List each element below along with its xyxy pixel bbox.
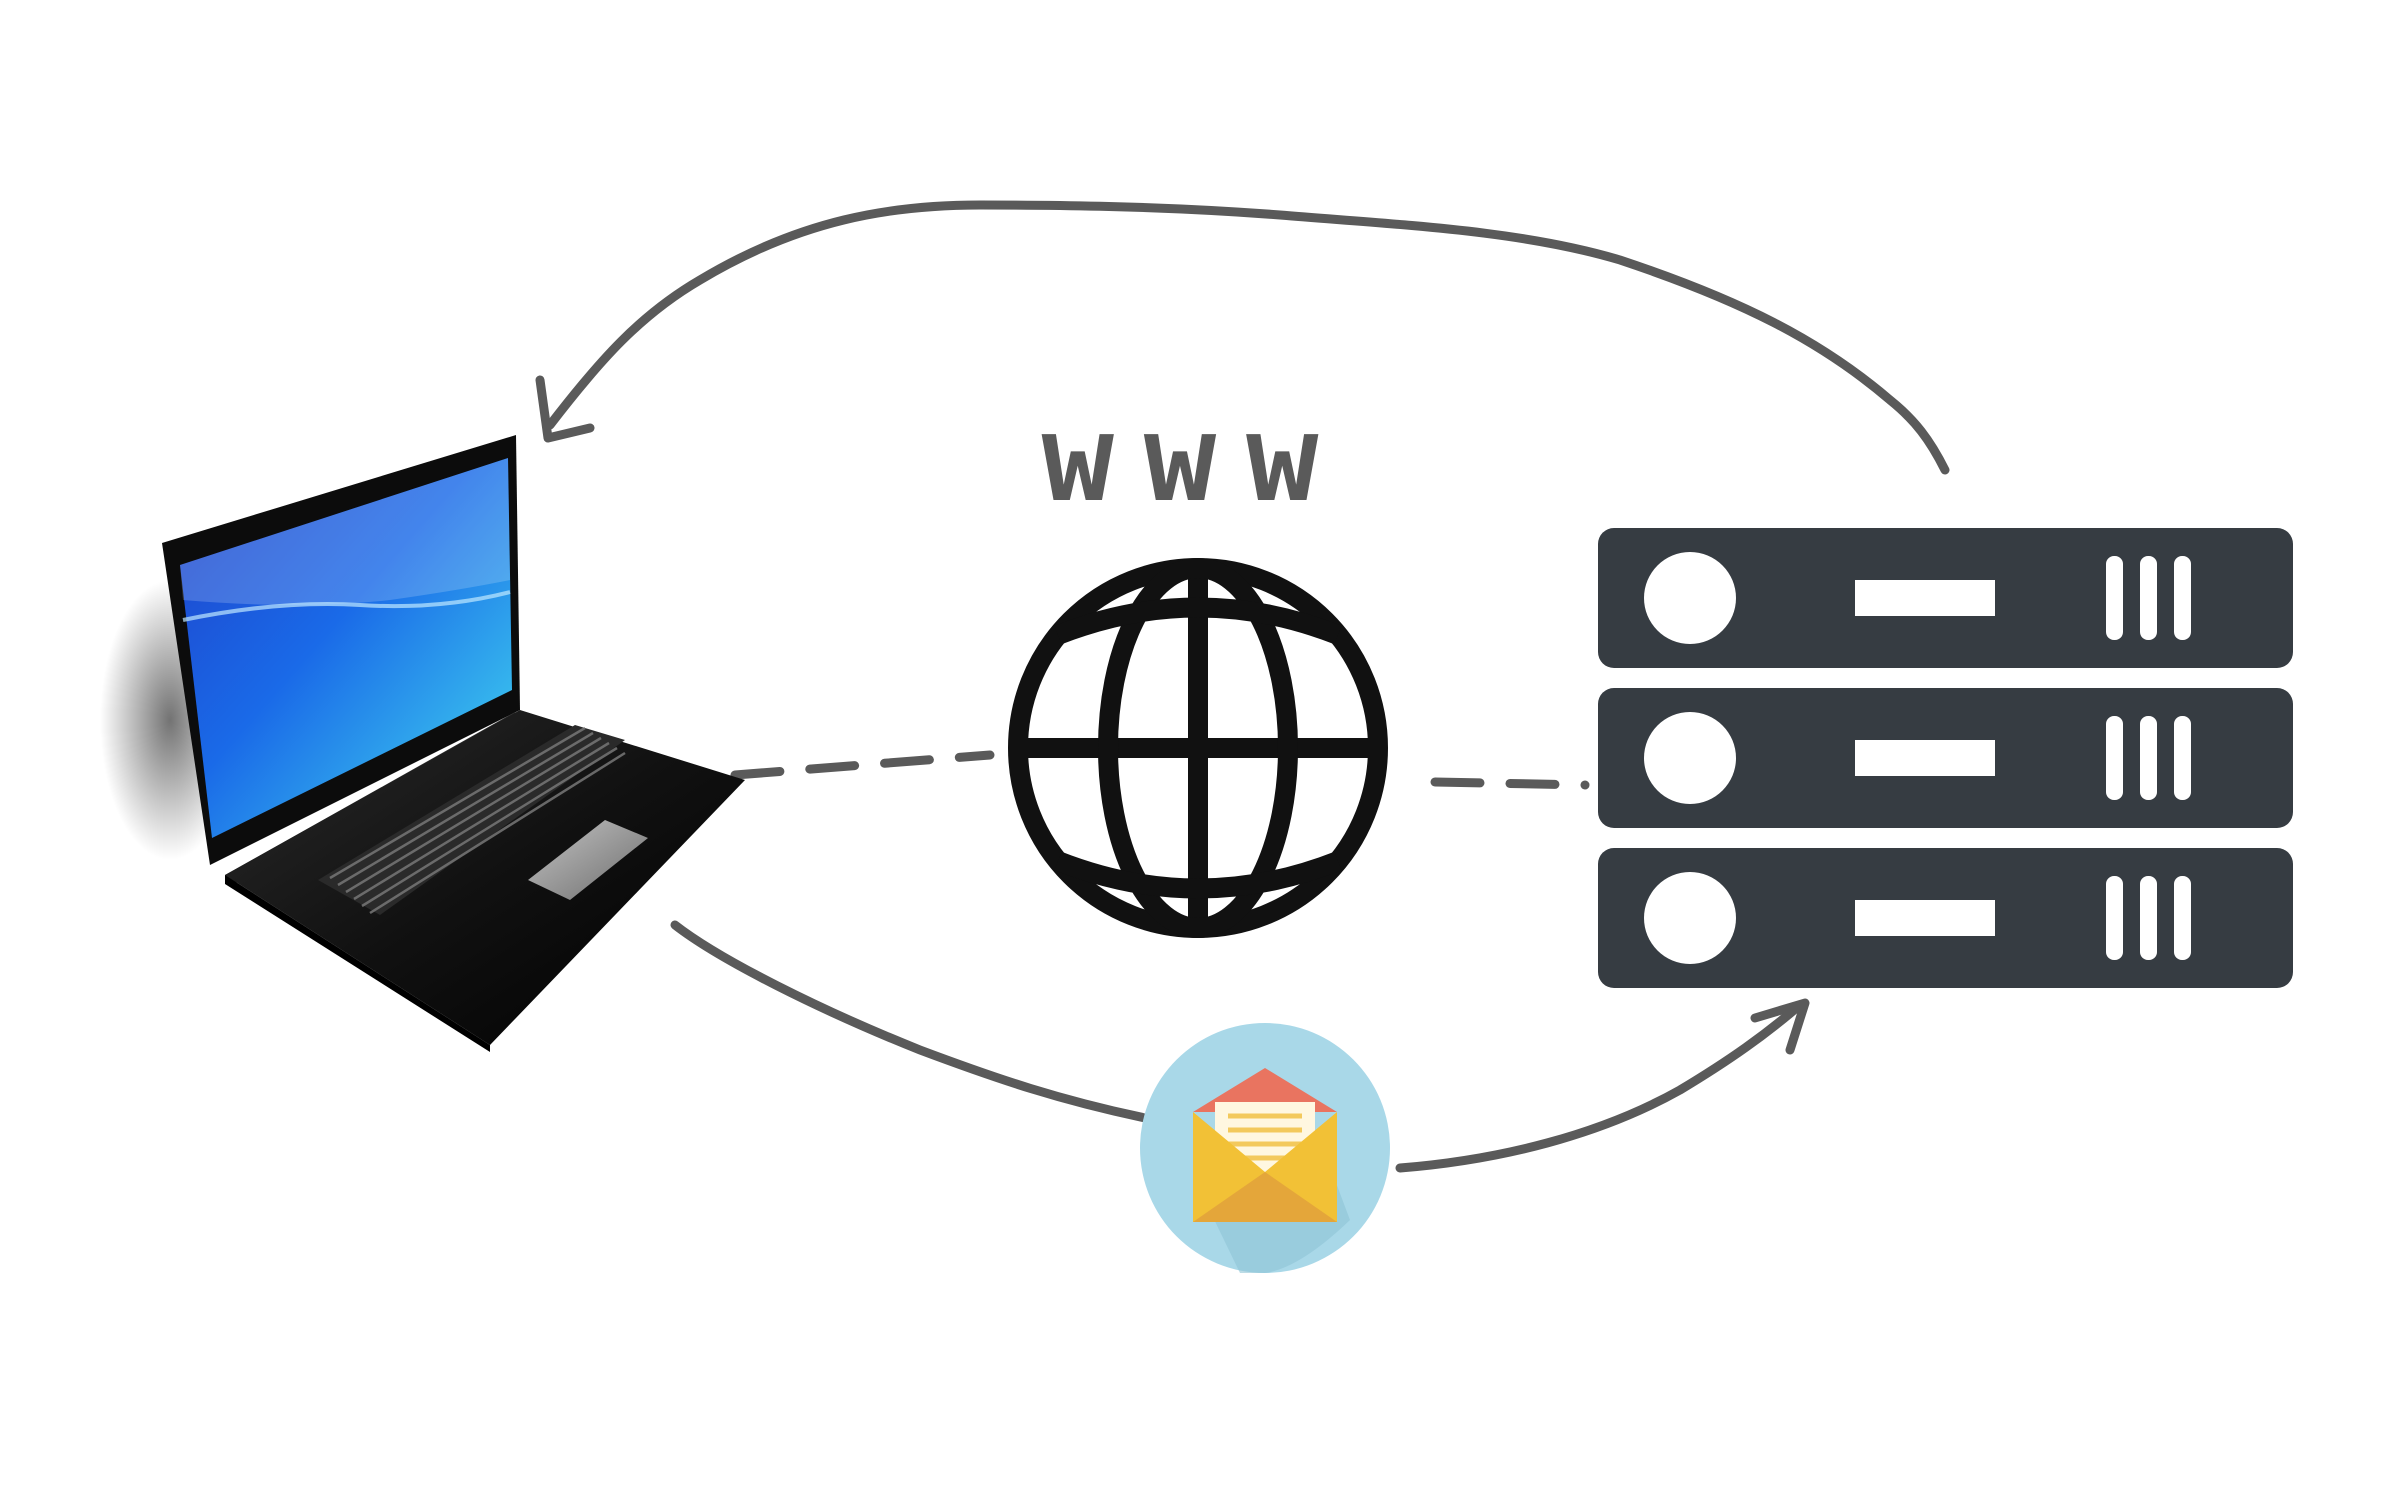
laptop-icon <box>100 435 745 1052</box>
server-unit <box>1598 528 2293 668</box>
globe-icon <box>1008 558 1388 938</box>
edge-client-to-message <box>670 920 1150 1123</box>
edge-server-to-client <box>535 200 1950 475</box>
edge-message-to-server-line <box>1395 1000 1805 1173</box>
edge-message-to-server <box>1395 998 1810 1173</box>
server-unit <box>1598 848 2293 988</box>
trackpad <box>528 820 648 900</box>
arrowhead-icon <box>1750 998 1810 1055</box>
server-unit <box>1598 688 2293 828</box>
envelope-icon <box>1140 1023 1390 1273</box>
edge-internet-to-server <box>1430 777 1590 790</box>
arrowhead-icon <box>535 375 595 443</box>
server-rack-icon <box>1598 528 2293 988</box>
keyboard <box>329 726 626 915</box>
www-label: www <box>1042 390 1349 529</box>
edge-server-to-client-line <box>545 200 1950 475</box>
edge-client-to-internet <box>730 750 995 780</box>
